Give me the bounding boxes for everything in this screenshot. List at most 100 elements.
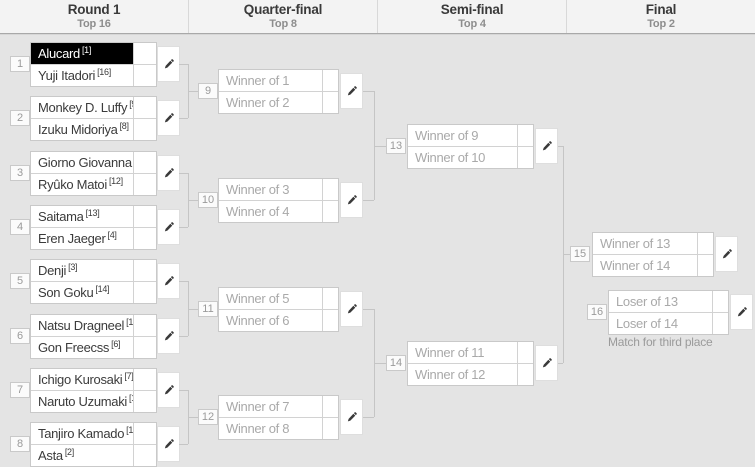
score-cell (697, 255, 713, 276)
edit-match-button[interactable] (535, 345, 558, 381)
match-slot: Naruto Uzumaki[10] (31, 390, 156, 412)
match-number-tab: 15 (570, 246, 590, 262)
slot-participant-cell: Asta[2] (31, 445, 133, 466)
edit-match-button[interactable] (730, 294, 753, 330)
score-cell (517, 342, 533, 363)
match-number-tab: 7 (10, 382, 30, 398)
edit-match-button[interactable] (157, 372, 180, 408)
slot-participant-cell: Ryûko Matoi[12] (31, 174, 133, 195)
participant-name: Winner of 7 (226, 399, 290, 414)
participant-name: Winner of 3 (226, 182, 290, 197)
participant-name: Gon Freecss (38, 340, 110, 355)
participant-name: Loser of 14 (616, 316, 678, 331)
edit-match-button[interactable] (340, 182, 363, 218)
participant-name: Winner of 12 (415, 367, 486, 382)
score-cell (322, 310, 338, 331)
edit-match-button[interactable] (340, 399, 363, 435)
score-cell (133, 260, 156, 281)
bracket-connector (179, 64, 188, 65)
round-subtitle: Top 2 (647, 18, 675, 30)
edit-match-button[interactable] (340, 291, 363, 327)
match-box: Winner of 5 Winner of 6 (218, 287, 339, 332)
edit-match-button[interactable] (340, 73, 363, 109)
edit-match-button[interactable] (157, 263, 180, 299)
match-slot: Tanjiro Kamado[15] (31, 423, 156, 444)
participant-name: Winner of 2 (226, 95, 290, 110)
edit-match-button[interactable] (157, 155, 180, 191)
score-cell (322, 201, 338, 222)
seed-badge: [10] (129, 392, 133, 403)
participant-name: Winner of 9 (415, 128, 479, 143)
edit-match-button[interactable] (715, 236, 738, 272)
match-box: Winner of 13 Winner of 14 (592, 232, 714, 277)
slot-placeholder-cell: Winner of 11 (408, 342, 517, 363)
match-slot: Saitama[13] (31, 206, 156, 227)
score-cell (133, 423, 156, 444)
seed-badge: [9] (129, 98, 133, 109)
match-number-tab: 4 (10, 219, 30, 235)
match-box: Natsu Dragneel[11]Gon Freecss[6] (30, 314, 157, 359)
match-slot: Winner of 6 (219, 309, 338, 331)
slot-participant-cell: Izuku Midoriya[8] (31, 119, 133, 140)
bracket-connector (563, 254, 570, 255)
seed-badge: [16] (97, 66, 111, 77)
participant-name: Yuji Itadori (38, 68, 96, 83)
slot-placeholder-cell: Winner of 9 (408, 125, 517, 146)
edit-match-button[interactable] (157, 209, 180, 245)
participant-name: Winner of 14 (600, 258, 671, 273)
participant-name: Winner of 10 (415, 150, 486, 165)
bracket-connector (179, 227, 188, 228)
score-cell (133, 315, 156, 336)
participant-name: Winner of 13 (600, 236, 671, 251)
bracket-connector (374, 146, 386, 147)
bracket-connector (374, 363, 386, 364)
seed-badge: [13] (85, 207, 100, 218)
match-slot: Winner of 8 (219, 417, 338, 439)
participant-name: Monkey D. Luffy (38, 100, 128, 115)
seed-badge: [3] (68, 261, 78, 272)
pencil-icon (163, 58, 175, 70)
pencil-icon (721, 248, 733, 260)
edit-match-button[interactable] (157, 100, 180, 136)
score-cell (133, 206, 156, 227)
seed-badge: [14] (95, 283, 110, 294)
seed-badge: [12] (108, 175, 123, 186)
participant-name: Winner of 5 (226, 291, 290, 306)
match-slot: Natsu Dragneel[11] (31, 315, 156, 336)
match-slot: Eren Jaeger[4] (31, 227, 156, 249)
participant-name: Winner of 6 (226, 313, 290, 328)
match-number-tab: 13 (386, 138, 406, 154)
slot-placeholder-cell: Winner of 5 (219, 288, 322, 309)
bracket-connector (188, 417, 198, 418)
slot-participant-cell: Tanjiro Kamado[15] (31, 423, 133, 444)
score-cell (133, 369, 156, 390)
match-slot: Winner of 5 (219, 288, 338, 309)
bracket-connector (374, 91, 375, 200)
score-cell (133, 43, 156, 64)
score-cell (133, 152, 156, 173)
edit-match-button[interactable] (157, 46, 180, 82)
pencil-icon (163, 221, 175, 233)
score-cell (133, 445, 156, 466)
pencil-icon (163, 438, 175, 450)
edit-match-button[interactable] (535, 128, 558, 164)
slot-placeholder-cell: Winner of 4 (219, 201, 322, 222)
slot-participant-cell: Natsu Dragneel[11] (31, 315, 133, 336)
slot-placeholder-cell: Winner of 12 (408, 364, 517, 385)
slot-placeholder-cell: Winner of 2 (219, 92, 322, 113)
match-slot: Giorno Giovanna[5] (31, 152, 156, 173)
match-slot: Winner of 1 (219, 70, 338, 91)
score-cell (322, 418, 338, 439)
edit-match-button[interactable] (157, 318, 180, 354)
round-subtitle: Top 16 (77, 18, 111, 30)
match-box: Winner of 3 Winner of 4 (218, 178, 339, 223)
match-number-tab: 1 (10, 56, 30, 72)
pencil-icon (163, 330, 175, 342)
round-column-3: Semi-final Top 4 (377, 0, 566, 33)
slot-placeholder-cell: Winner of 1 (219, 70, 322, 91)
slot-placeholder-cell: Loser of 14 (609, 313, 712, 334)
bracket-connector (179, 444, 188, 445)
match-slot: Winner of 11 (408, 342, 533, 363)
bracket-connector (179, 336, 188, 337)
edit-match-button[interactable] (157, 426, 180, 462)
